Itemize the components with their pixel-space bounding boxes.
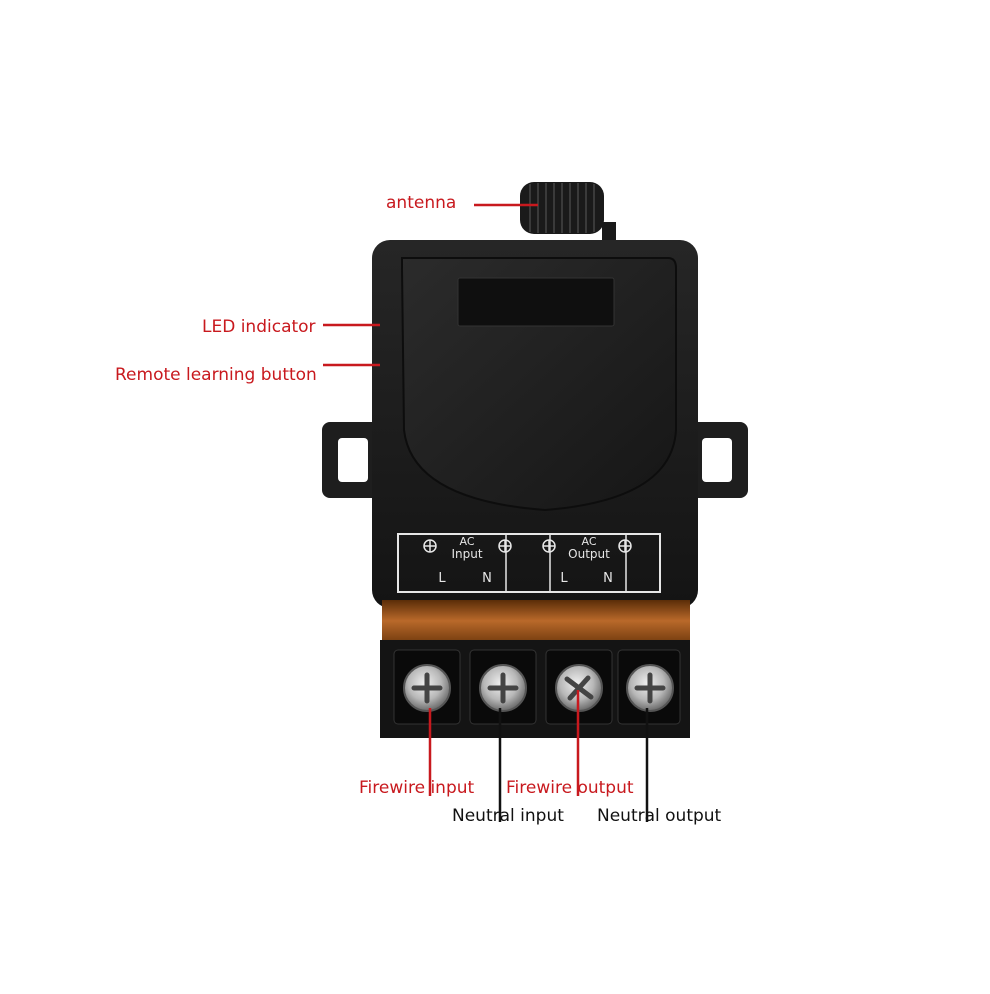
led-indicator-label: LED indicator: [202, 317, 316, 337]
input-l-label: L: [438, 571, 446, 586]
callout-lines: [323, 203, 649, 822]
mounting-ear-left: [322, 422, 384, 498]
screw-terminal-icon: [479, 664, 527, 712]
screw-terminal-icon: [403, 664, 451, 712]
remote-learning-button-label: Remote learning button: [115, 365, 317, 385]
neutral-output-label: Neutral output: [597, 806, 722, 826]
screw-terminal-icon: [626, 664, 674, 712]
input-title-ac: AC: [459, 535, 474, 548]
output-n-label: N: [603, 571, 613, 586]
input-n-label: N: [482, 571, 492, 586]
output-title-ac: AC: [581, 535, 596, 548]
label-window: [457, 277, 615, 327]
housing: [372, 240, 698, 608]
output-l-label: L: [560, 571, 568, 586]
mounting-ear-right: [686, 422, 748, 498]
firewire-input-label: Firewire input: [359, 778, 475, 798]
antenna-coil: [520, 182, 616, 242]
terminal-label-panel: AC Input AC Output L N L N: [397, 533, 661, 593]
neutral-input-label: Neutral input: [452, 806, 564, 826]
terminal-block: [380, 640, 690, 738]
firewire-output-label: Firewire output: [506, 778, 634, 798]
input-title: Input: [451, 547, 482, 561]
output-title: Output: [568, 547, 610, 561]
antenna-label: antenna: [386, 193, 457, 213]
terminal-cover-strip: [382, 600, 690, 646]
ground-symbol-icon: [423, 539, 632, 553]
